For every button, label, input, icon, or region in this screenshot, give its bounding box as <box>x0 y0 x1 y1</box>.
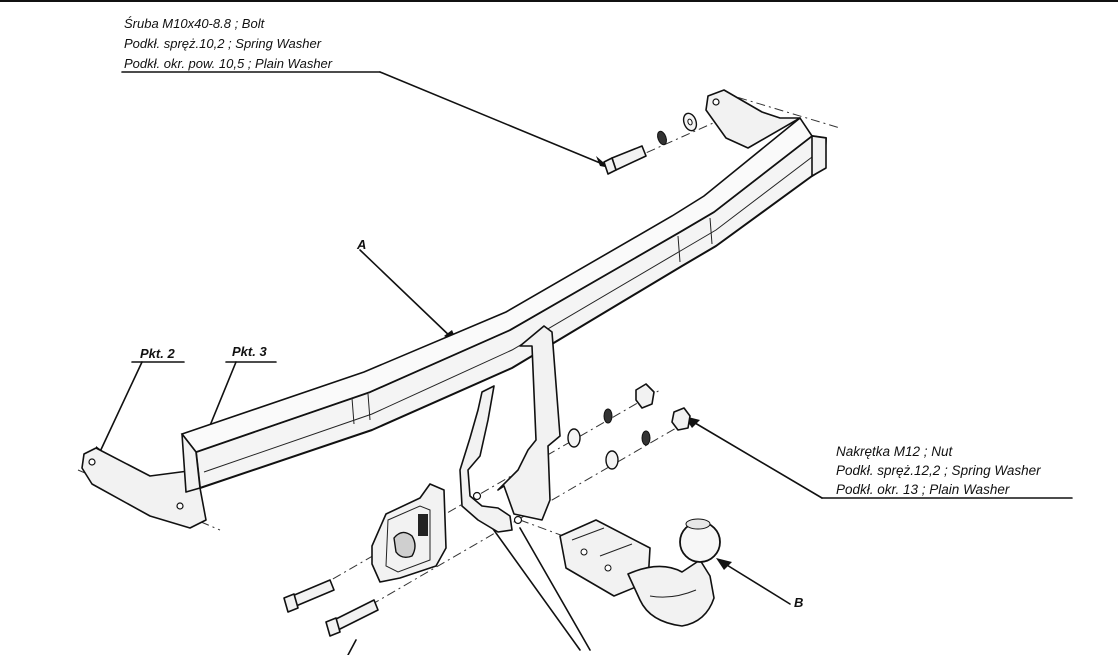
bracket-right-plate <box>497 325 561 521</box>
bracket-hole-1 <box>472 491 482 501</box>
bolt-group-label: Śruba M10x40-8.8 ; Bolt Podkł. spręż.10,… <box>121 16 381 73</box>
top-bolt-shank <box>611 145 647 171</box>
vertical-bracket <box>459 325 561 533</box>
plain-washer-hole <box>687 118 693 126</box>
top-bolt <box>603 145 647 175</box>
bracket-hole-leader-left <box>477 507 581 651</box>
bracket-hole-2 <box>513 515 523 525</box>
left-mounting-plate <box>81 447 207 529</box>
right-plate-hole <box>712 98 720 106</box>
bolt-label-line1: Śruba M10x40-8.8 ; Bolt <box>124 16 266 31</box>
nut-leader <box>689 419 823 499</box>
crossbeam-edge-line <box>203 153 817 473</box>
crossbeam-top-face <box>180 116 814 453</box>
washer-icon-2 <box>605 450 619 470</box>
left-plate-hole-2 <box>176 502 184 510</box>
nut-label-line2: Podkł. spręż.12,2 ; Spring Washer <box>836 463 1041 478</box>
bolt-label-line3: Podkł. okr. pow. 10,5 ; Plain Washer <box>124 56 333 71</box>
pkt2-label: Pkt. 2 <box>140 346 175 361</box>
pkt3-label: Pkt. 3 <box>232 344 267 359</box>
bracket-left-plate <box>459 385 513 533</box>
socket-cutout <box>393 531 416 559</box>
lower-mount-axis-line <box>337 419 691 625</box>
part-a-label: A <box>356 237 366 252</box>
lower-bolts <box>283 579 379 637</box>
part-a-leader <box>359 249 455 341</box>
nut-icon-1 <box>635 383 655 409</box>
hitch-neck-curve <box>649 589 697 598</box>
nut-group-label: Nakrętka M12 ; Nut Podkł. spręż.12,2 ; S… <box>821 444 1073 499</box>
right-axis-line <box>719 91 841 129</box>
hitch-hole-1 <box>580 548 588 556</box>
hitch-neck <box>627 559 715 627</box>
spring-washer-icon-1 <box>603 408 613 424</box>
lower-bolt-leader <box>347 639 357 655</box>
nut-icon-2 <box>671 407 691 431</box>
socket-detail <box>418 514 428 536</box>
lower-bolt-1-shank <box>291 579 335 607</box>
socket-plate <box>371 483 447 583</box>
part-b-label: B <box>794 595 803 610</box>
top-bolt-head <box>603 157 617 175</box>
bracket-hole-leader-right <box>519 527 591 651</box>
hitch-hole-2 <box>604 564 612 572</box>
crossbeam-a <box>81 89 827 529</box>
lower-bolt-2-shank <box>333 599 379 631</box>
bolt-label-line2: Podkł. spręż.10,2 ; Spring Washer <box>124 36 322 51</box>
upper-mount-axis-line <box>299 389 661 599</box>
mount-nuts-and-washers <box>567 383 691 470</box>
part-b-leader-arrowhead <box>716 558 732 570</box>
nut-label-line3: Podkł. okr. 13 ; Plain Washer <box>836 482 1010 497</box>
pkt2-leader <box>97 361 143 457</box>
nut-label-line1: Nakrętka M12 ; Nut <box>836 444 954 459</box>
crossbeam-joints <box>351 217 713 425</box>
crossbeam-right-cap <box>811 135 827 177</box>
top-washers <box>657 112 698 146</box>
ball-hitch-b <box>559 518 721 627</box>
socket-plate-inner <box>385 505 431 573</box>
lower-bolt-1-head <box>283 593 299 613</box>
bolt-leader <box>379 71 606 166</box>
spring-washer-icon-2 <box>641 430 651 446</box>
right-mounting-plate <box>705 89 801 149</box>
left-plate-hole <box>88 458 96 466</box>
socket-plate-body <box>371 483 447 583</box>
hitch-ball-top <box>685 518 711 530</box>
hitch-block-edges <box>571 527 633 557</box>
spring-washer-icon <box>657 130 667 146</box>
crossbeam-left-cap <box>181 433 201 493</box>
lower-bolt-2-head <box>325 617 341 637</box>
washer-icon-1 <box>567 428 581 448</box>
part-b-leader <box>721 561 791 605</box>
